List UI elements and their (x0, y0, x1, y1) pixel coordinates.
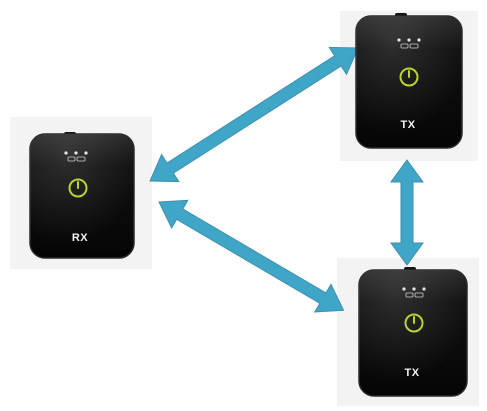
arrow-rx-to-tx-bottom (158, 199, 345, 313)
power-icon (68, 178, 88, 198)
arrow-tx-to-tx (390, 159, 424, 266)
rx-device: RX (29, 132, 135, 259)
status-dots-icon (402, 287, 426, 291)
battery-icon (405, 292, 424, 298)
battery-icon (67, 156, 86, 162)
tx-bottom-label: TX (404, 367, 419, 379)
arrow-rx-to-tx-top (149, 46, 359, 183)
battery-icon (400, 43, 419, 49)
tx-bottom-device: TX (358, 267, 468, 397)
power-icon (404, 313, 424, 333)
rx-label: RX (72, 232, 88, 244)
tx-top-label: TX (400, 119, 415, 131)
status-dots-icon (397, 38, 421, 42)
tx-top-device: TX (355, 13, 463, 149)
status-dots-icon (64, 151, 88, 155)
power-icon (399, 67, 419, 87)
